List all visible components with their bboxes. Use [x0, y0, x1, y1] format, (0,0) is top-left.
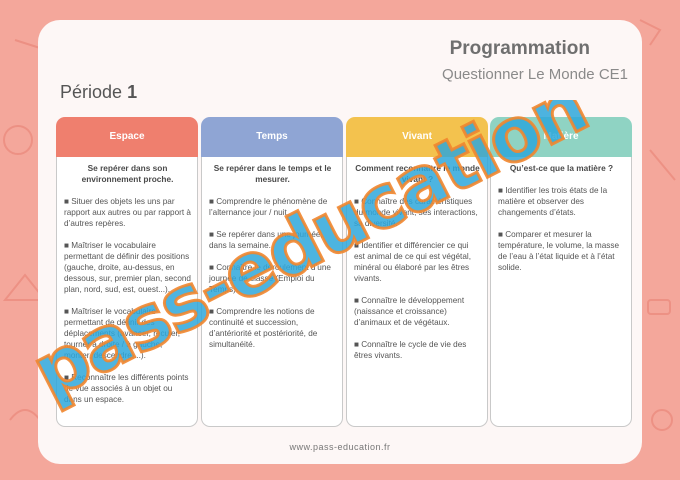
list-item: ■ Reconnaître les différents points de v…	[64, 372, 191, 405]
list-item: ■ Situer des objets les uns par rapport …	[64, 196, 191, 229]
list-item: ■ Maîtriser le vocabulaire permettant de…	[64, 240, 191, 295]
list-item-text: Comprendre les notions de continuité et …	[209, 307, 318, 349]
list-item: ■ Identifier les trois états de la matiè…	[498, 185, 625, 218]
bullet-icon: ■	[64, 373, 72, 382]
column-header: Matière	[490, 117, 632, 157]
programme-grid: Espace Se repérer dans son environnement…	[56, 117, 632, 447]
column-lead: Comment reconnaître le monde vivant ?	[355, 163, 480, 184]
page-subtitle: Questionner Le Monde CE1	[442, 66, 628, 83]
column-body: Comment reconnaître le monde vivant ? ■ …	[346, 157, 488, 427]
bullet-icon: ■	[209, 307, 217, 316]
programme-sheet: Programmation Questionner Le Monde CE1 P…	[38, 20, 642, 464]
column-espace: Espace Se repérer dans son environnement…	[56, 117, 198, 447]
list-item: ■ Connaître le déroulement d’une journée…	[209, 262, 336, 295]
list-item: ■ Connaître le développement (naissance …	[354, 295, 481, 328]
bullet-icon: ■	[354, 340, 362, 349]
bullet-icon: ■	[498, 186, 506, 195]
list-item: ■ Se repérer dans une journée, dans la s…	[209, 229, 336, 251]
column-temps: Temps Se repérer dans le temps et le mes…	[201, 117, 343, 447]
column-header: Espace	[56, 117, 198, 157]
column-body: Qu’est-ce que la matière ? ■ Identifier …	[490, 157, 632, 427]
list-item-text: Connaître le cycle de vie des êtres viva…	[354, 340, 467, 360]
list-item-text: Connaître des caractéristiques du monde …	[354, 197, 478, 228]
list-item-text: Maîtriser le vocabulaire permettant de d…	[64, 307, 181, 360]
bullet-icon: ■	[498, 230, 506, 239]
column-header: Vivant	[346, 117, 488, 157]
column-body: Se repérer dans le temps et le mesurer. …	[201, 157, 343, 427]
bullet-icon: ■	[209, 230, 217, 239]
page-title: Programmation	[449, 38, 590, 59]
footer-url: www.pass-education.fr	[289, 442, 391, 452]
column-body: Se repérer dans son environnement proche…	[56, 157, 198, 427]
list-item: ■ Connaître le cycle de vie des êtres vi…	[354, 339, 481, 361]
column-vivant: Vivant Comment reconnaître le monde viva…	[346, 117, 488, 447]
list-item-text: Identifier les trois états de la matière…	[498, 186, 608, 217]
list-item-text: Situer des objets les uns par rapport au…	[64, 197, 191, 228]
list-item-text: Identifier et différencier ce qui est an…	[354, 241, 471, 283]
list-item-text: Connaître le développement (naissance et…	[354, 296, 465, 327]
list-item-text: Connaître le déroulement d’une journée d…	[209, 263, 331, 294]
column-lead: Se repérer dans le temps et le mesurer.	[213, 163, 332, 184]
list-item-text: Maîtriser le vocabulaire permettant de d…	[64, 241, 191, 294]
bullet-icon: ■	[354, 241, 362, 250]
list-item: ■ Connaître des caractéristiques du mond…	[354, 196, 481, 229]
bullet-icon: ■	[209, 263, 217, 272]
bullet-icon: ■	[354, 296, 362, 305]
list-item-text: Comprendre le phénomène de l’alternance …	[209, 197, 328, 217]
periode-number: 1	[127, 82, 138, 102]
periode-text: Période	[60, 82, 123, 102]
list-item: ■ Comprendre les notions de continuité e…	[209, 306, 336, 350]
list-item-text: Se repérer dans une journée, dans la sem…	[209, 230, 323, 250]
bullet-icon: ■	[209, 197, 217, 206]
column-lead: Se repérer dans son environnement proche…	[81, 163, 174, 184]
list-item-text: Reconnaître les différents points de vue…	[64, 373, 189, 404]
column-matiere: Matière Qu’est-ce que la matière ? ■ Ide…	[490, 117, 632, 447]
bullet-icon: ■	[64, 197, 72, 206]
list-item: ■ Maîtriser le vocabulaire permettant de…	[64, 306, 191, 361]
bullet-icon: ■	[354, 197, 362, 206]
list-item: ■ Comprendre le phénomène de l’alternanc…	[209, 196, 336, 218]
list-item-text: Comparer et mesurer la température, le v…	[498, 230, 620, 272]
list-item: ■ Identifier et différencier ce qui est …	[354, 240, 481, 284]
column-lead: Qu’est-ce que la matière ?	[509, 163, 614, 173]
list-item: ■ Comparer et mesurer la température, le…	[498, 229, 625, 273]
bullet-icon: ■	[64, 307, 72, 316]
bullet-icon: ■	[64, 241, 72, 250]
column-header: Temps	[201, 117, 343, 157]
periode-label: Période 1	[60, 82, 137, 103]
